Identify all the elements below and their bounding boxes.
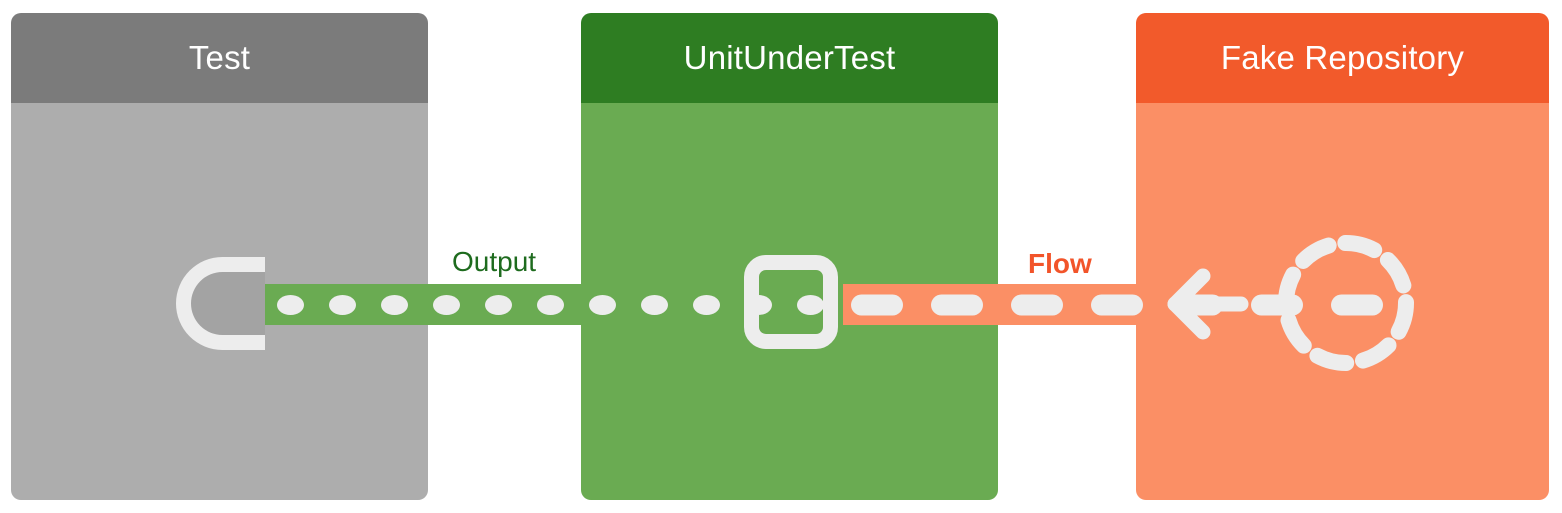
dashed-circle-icon: [1273, 230, 1419, 376]
message-label-output: Output: [452, 246, 537, 277]
message-dash: [1331, 294, 1383, 315]
participant-header-unit-under-test: UnitUnderTest: [581, 13, 998, 103]
participant-title-test: Test: [188, 39, 251, 76]
message-dash: [381, 294, 408, 315]
message-dash: [851, 294, 903, 315]
message-dash: [537, 294, 564, 315]
participant-header-test: Test: [11, 13, 428, 103]
participant-title-fake-repository: Fake Repository: [1220, 39, 1465, 76]
message-dash: [589, 294, 616, 315]
message-dash: [1011, 294, 1063, 315]
message-label-flow: Flow: [1028, 248, 1092, 279]
arrow-left-icon: [1163, 268, 1249, 340]
message-dash: [641, 294, 668, 315]
message-dash: [693, 294, 720, 315]
message-dash: [797, 294, 824, 315]
message-dash: [277, 294, 304, 315]
participant-header-fake-repository: Fake Repository: [1136, 13, 1549, 103]
socket-icon: [176, 257, 265, 350]
message-dash: [931, 294, 983, 315]
message-dash: [433, 294, 460, 315]
message-dash: [485, 294, 512, 315]
message-dash: [329, 294, 356, 315]
participant-title-unit-under-test: UnitUnderTest: [683, 39, 896, 76]
message-dash: [1091, 294, 1143, 315]
rounded-square-icon: [744, 255, 838, 349]
